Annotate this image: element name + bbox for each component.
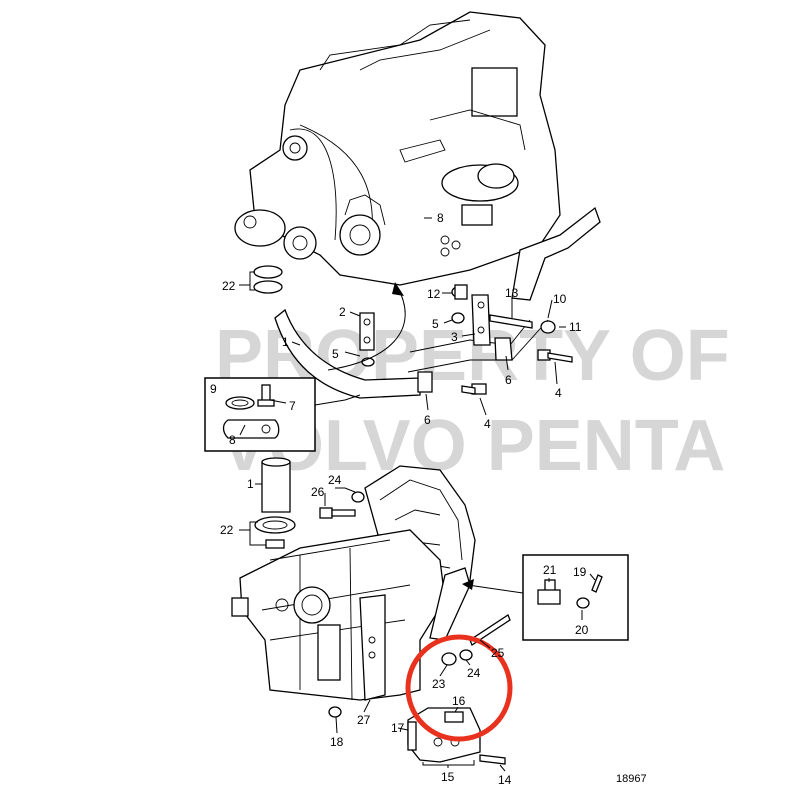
leader-lines (239, 217, 596, 772)
callout-11: 11 (569, 320, 582, 334)
coolant-hose-lower (254, 457, 296, 549)
callout-16: 16 (452, 694, 466, 708)
callout-12: 12 (427, 287, 441, 301)
engine-illustration (234, 11, 601, 373)
highlight-circle (405, 634, 513, 742)
callout-25: 25 (491, 646, 505, 660)
callout-22-lower: 22 (220, 523, 234, 537)
callout-24-lower: 24 (467, 666, 481, 680)
callout-18: 18 (330, 735, 344, 749)
callout-8: 8 (437, 211, 444, 225)
callout-3: 3 (451, 330, 458, 344)
callout-7: 7 (289, 399, 296, 413)
callout-6-left: 6 (424, 413, 431, 427)
inset-box-lower (462, 554, 629, 641)
inset-box-upper (204, 377, 361, 452)
callout-4-left: 4 (484, 417, 491, 431)
callout-21: 21 (543, 563, 557, 577)
callout-2: 2 (339, 305, 346, 319)
reference-arrow-upper (327, 282, 406, 371)
drawing-number: 18967 (616, 773, 647, 785)
callout-23: 23 (432, 677, 446, 691)
callout-5-right: 5 (432, 317, 439, 331)
callout-10: 10 (553, 292, 567, 306)
callout-labels: 22 8 12 13 10 2 5 11 1 3 5 6 4 9 7 8 6 4… (210, 211, 589, 787)
callout-15: 15 (441, 770, 455, 784)
bracket-upper-right (417, 284, 573, 395)
callout-5-left: 5 (332, 347, 339, 361)
gearbox-illustration (231, 465, 511, 765)
callout-6-right: 6 (505, 373, 512, 387)
bracket-upper-left (359, 312, 375, 367)
callout-27: 27 (357, 713, 371, 727)
callout-20: 20 (575, 623, 589, 637)
callout-8-inset: 8 (229, 433, 236, 447)
callout-1-lower: 1 (247, 477, 254, 491)
callout-4-right: 4 (555, 386, 562, 400)
callout-22: 22 (222, 279, 236, 293)
callout-17: 17 (391, 721, 405, 735)
callout-26: 26 (311, 485, 325, 499)
callout-13: 13 (505, 286, 519, 300)
callout-19: 19 (573, 565, 587, 579)
coolant-hose-upper (253, 265, 421, 399)
callout-1-upper: 1 (282, 335, 289, 349)
callout-14: 14 (498, 773, 512, 787)
callout-24-upper: 24 (328, 473, 342, 487)
callout-9: 9 (210, 382, 217, 396)
